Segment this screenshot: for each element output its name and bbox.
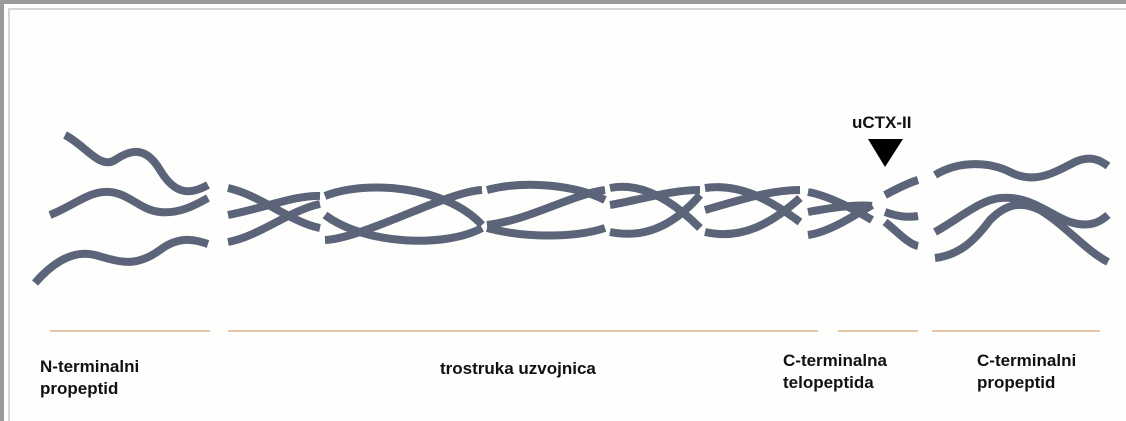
n-terminal-strand-2: [50, 192, 208, 215]
label-c-terminal: C-terminalni propeptid: [977, 350, 1076, 394]
helix-seg-3-b: [487, 228, 605, 236]
label-c-telopeptide: C-terminalna telopeptida: [783, 350, 887, 394]
n-terminal-strand-1: [65, 135, 208, 191]
c-telopeptide-strand-2: [885, 222, 918, 246]
cleavage-marker-triangle: [868, 139, 903, 167]
helix-seg-3-c: [487, 190, 605, 225]
c-telopeptide-strand-1: [885, 180, 918, 195]
marker-label: uCTX-II: [852, 113, 912, 133]
c-telopeptide-strand-3: [885, 212, 918, 217]
label-n-terminal: N-terminalni propeptid: [40, 356, 139, 400]
helix-seg-4-c: [610, 190, 700, 205]
c-terminal-strand-1: [935, 159, 1108, 178]
collagen-strands: [35, 135, 1108, 283]
n-terminal-strand-3: [35, 240, 208, 283]
label-triple-helix: trostruka uzvojnica: [440, 358, 596, 380]
